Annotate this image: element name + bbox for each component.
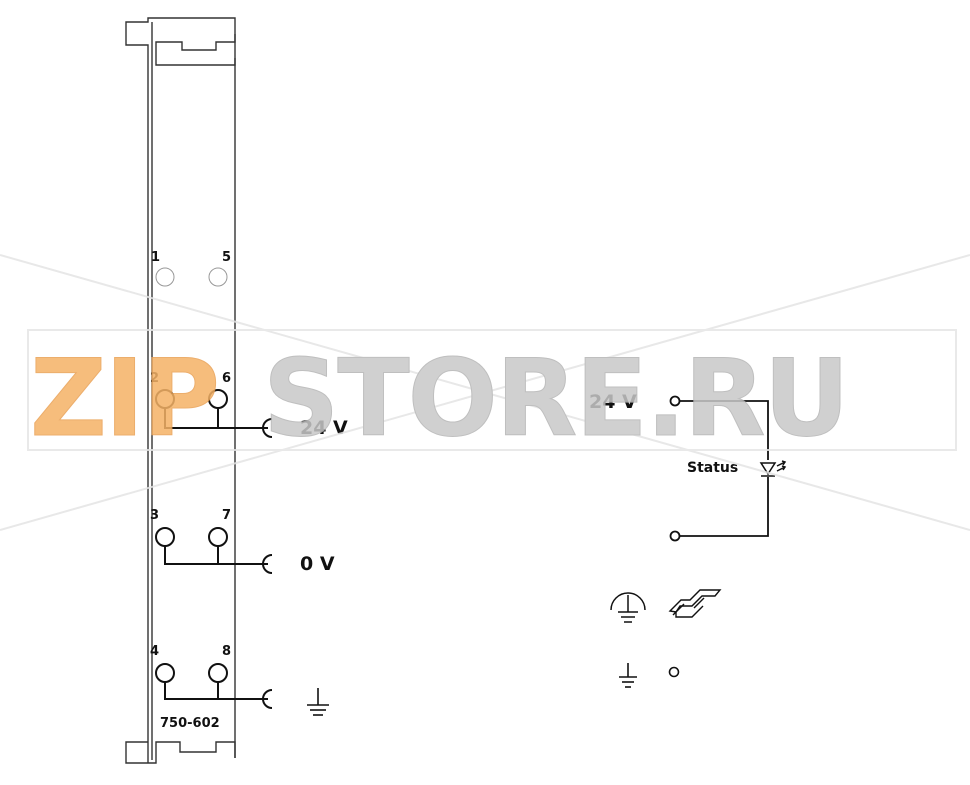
pin-4-contact	[155, 663, 175, 683]
rail-0v-group	[155, 527, 273, 574]
rail-pe-jack	[262, 689, 273, 709]
pin-8-contact	[208, 663, 228, 683]
supply-voltage-label: 24 V	[589, 391, 637, 413]
rail-0v-jack	[262, 554, 273, 574]
return-terminal	[669, 530, 681, 542]
rail-24v-jack	[262, 418, 273, 438]
status-led-icon	[759, 460, 787, 477]
pin-3-contact	[155, 527, 175, 547]
part-number: 750-602	[160, 716, 220, 731]
rail-24v-label: 24 V	[300, 417, 348, 439]
pin-1-contact	[155, 267, 175, 287]
pin-numbers: 1 5 2 6 3 7 4 8	[150, 250, 231, 659]
ground-contact-icon	[619, 663, 680, 688]
pin-label-2: 2	[150, 371, 159, 386]
rail-24v-group	[155, 389, 273, 438]
pin-label-8: 8	[222, 644, 231, 659]
watermark: ZIP STORE.RU	[0, 254, 970, 531]
rail-0v-label: 0 V	[300, 553, 335, 575]
pin-label-1: 1	[151, 250, 160, 265]
chassis-earth-icon	[610, 592, 646, 623]
pin-label-3: 3	[150, 508, 159, 523]
rail-pe-group	[155, 663, 273, 709]
pin-label-5: 5	[222, 250, 231, 265]
pin-label-7: 7	[222, 508, 231, 523]
din-rail-icon	[668, 589, 722, 618]
pin-label-6: 6	[222, 371, 231, 386]
ground-icon	[307, 688, 329, 716]
pin-7-contact	[208, 527, 228, 547]
module-housing	[125, 17, 236, 764]
unused-pins	[155, 267, 228, 287]
status-label: Status	[687, 460, 738, 476]
pin-label-4: 4	[150, 644, 159, 659]
watermark-prefix: ZIP	[30, 337, 218, 460]
status-circuit	[669, 395, 769, 542]
watermark-suffix: STORE.RU	[263, 337, 848, 460]
supply-terminal	[669, 395, 681, 407]
pin-5-contact	[208, 267, 228, 287]
